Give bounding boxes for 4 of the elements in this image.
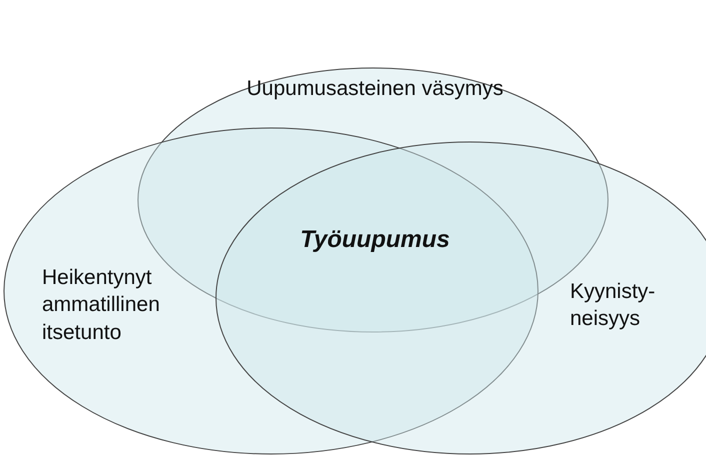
- circle-label: Heikentynyt ammatillinen itsetunto: [42, 265, 161, 346]
- circle-label: Kyynisty- neisyys: [570, 279, 656, 332]
- center-label: Työuupumus: [299, 226, 451, 254]
- circle-label: Uupumusasteinen väsymys: [246, 76, 504, 102]
